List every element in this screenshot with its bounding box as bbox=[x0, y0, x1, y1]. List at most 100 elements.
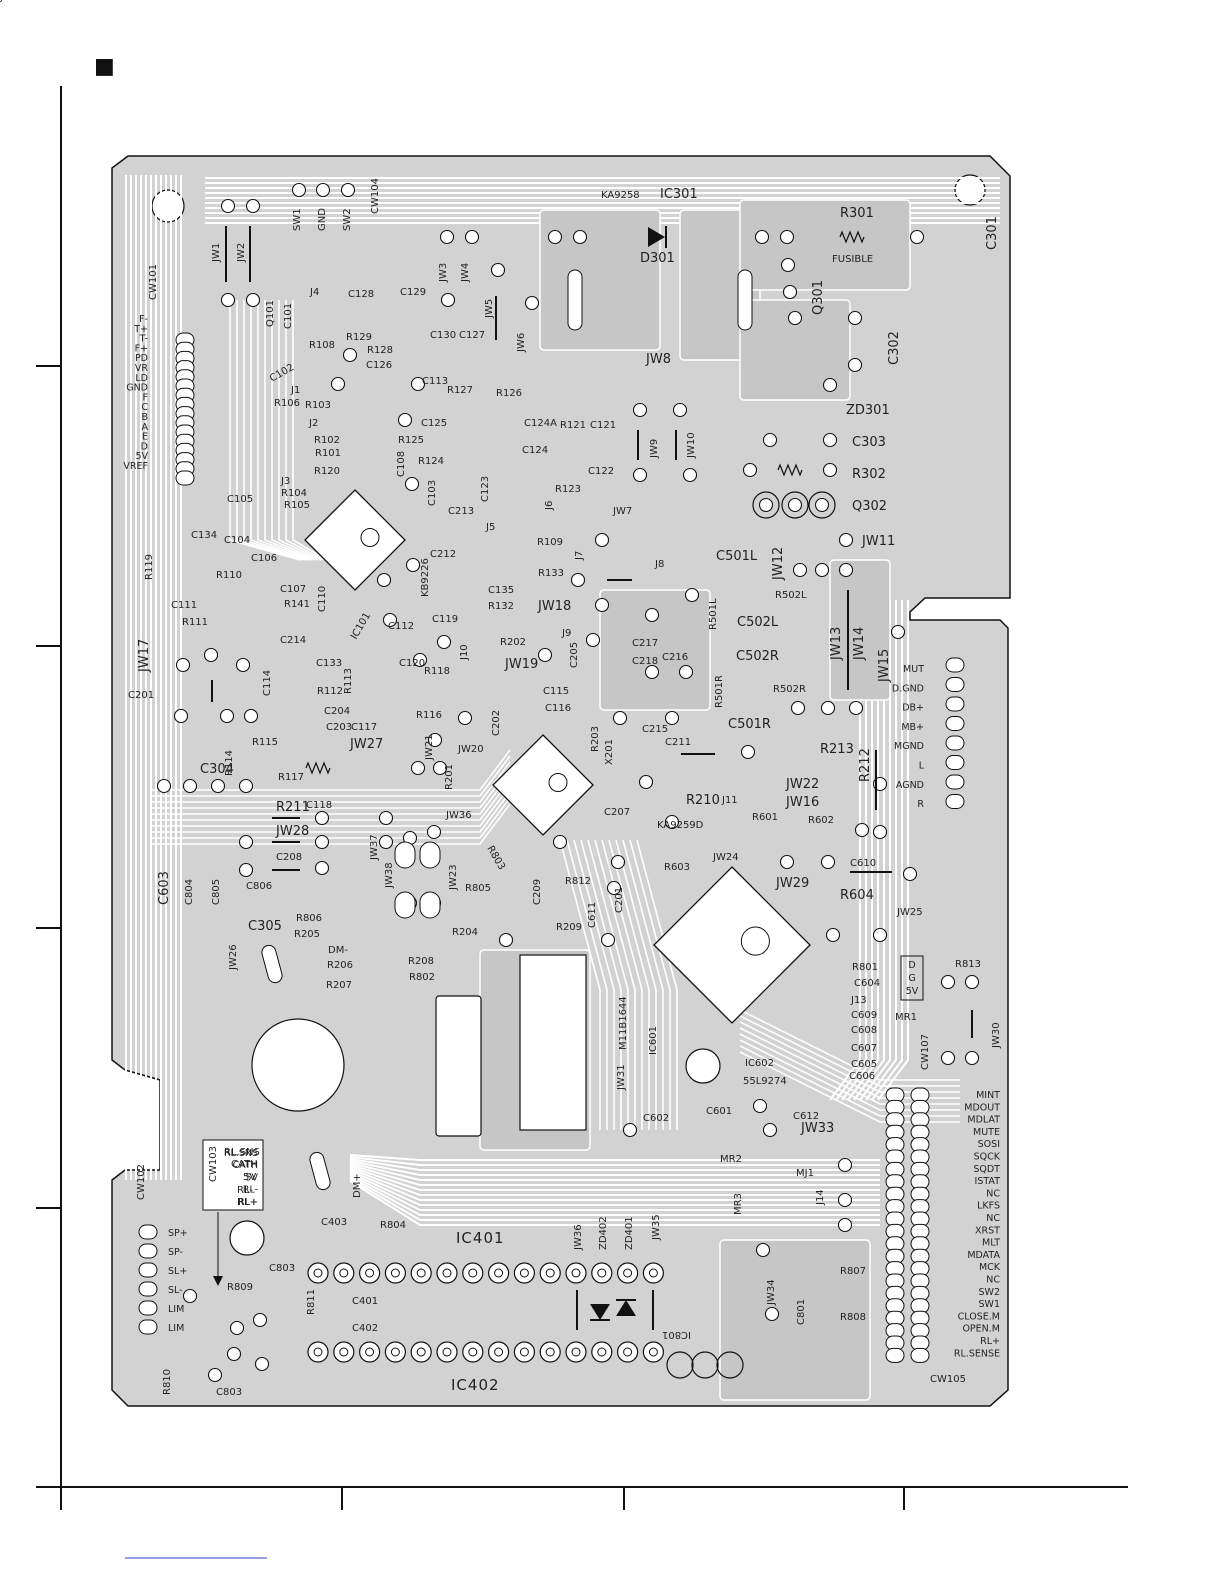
silkscreen-label: C217 bbox=[632, 638, 658, 649]
mut-connector-pad bbox=[945, 774, 965, 790]
silkscreen-label: R806 bbox=[296, 913, 322, 924]
through-hole-pad bbox=[790, 700, 806, 716]
silkscreen-label: R103 bbox=[305, 400, 331, 411]
trace bbox=[580, 839, 622, 1130]
through-hole-pad bbox=[764, 1306, 780, 1322]
spindle-motor-hole bbox=[251, 1018, 345, 1112]
silkscreen-label: R141 bbox=[284, 599, 310, 610]
trace bbox=[349, 1178, 880, 1221]
silkscreen-label: R213 bbox=[820, 742, 854, 757]
trace bbox=[566, 839, 608, 1130]
silkscreen-label: M11B1644 bbox=[618, 996, 629, 1050]
cw105-pad bbox=[885, 1347, 905, 1363]
cw102-pad bbox=[138, 1319, 158, 1335]
through-hole-pad bbox=[847, 357, 863, 373]
silkscreen-label: R109 bbox=[537, 537, 563, 548]
through-hole-pad bbox=[410, 376, 426, 392]
mut-connector-pad bbox=[945, 696, 965, 712]
through-hole-pad bbox=[742, 462, 758, 478]
silkscreen-label: JW37 bbox=[369, 834, 380, 861]
silkscreen-label: R121 bbox=[560, 420, 586, 431]
silkscreen-label: C115 bbox=[543, 686, 569, 697]
through-hole-pad bbox=[220, 292, 236, 308]
through-hole-pad bbox=[220, 198, 236, 214]
connector-pin-label: L bbox=[919, 761, 925, 772]
through-hole-pad bbox=[787, 497, 803, 513]
silkscreen-label: R111 bbox=[182, 617, 208, 628]
ic-package bbox=[492, 734, 594, 836]
resistor-symbol bbox=[839, 230, 865, 244]
through-hole-pad bbox=[175, 657, 191, 673]
trace bbox=[739, 1009, 960, 1081]
silkscreen-label: C612 bbox=[793, 1111, 819, 1122]
trace bbox=[739, 1021, 960, 1093]
trace bbox=[636, 839, 678, 1130]
through-hole-pad bbox=[902, 866, 918, 882]
silkscreen-label: JW25 bbox=[896, 907, 923, 918]
silkscreen-label: C603 bbox=[157, 871, 172, 905]
connector-pin-label: MDLAT bbox=[967, 1115, 1000, 1126]
through-hole-pad bbox=[226, 1346, 242, 1362]
through-hole-pad bbox=[664, 814, 680, 830]
silkscreen-label: J13 bbox=[850, 995, 867, 1006]
large-pad bbox=[666, 1351, 694, 1379]
through-hole-pad bbox=[890, 624, 906, 640]
silkscreen-label: CW105 bbox=[930, 1374, 966, 1385]
connector-pin-label: SOSI bbox=[978, 1139, 1000, 1150]
silkscreen-label: C305 bbox=[248, 919, 282, 934]
connector-pin-label: SP+ bbox=[168, 1228, 188, 1239]
through-hole-pad bbox=[644, 664, 660, 680]
connector-pin-label: MUT bbox=[903, 664, 924, 675]
silkscreen-label: R106 bbox=[274, 398, 300, 409]
connector-pin-label: OPEN.M bbox=[962, 1324, 1000, 1335]
through-hole-pad bbox=[752, 1098, 768, 1114]
through-hole-pad bbox=[822, 377, 838, 393]
copper-pour bbox=[599, 589, 711, 711]
silkscreen-label: R105 bbox=[284, 500, 310, 511]
silkscreen-label: R124 bbox=[418, 456, 444, 467]
silkscreen-label: R101 bbox=[315, 448, 341, 459]
through-hole-pad bbox=[814, 562, 830, 578]
silkscreen-label: J4 bbox=[309, 287, 319, 298]
silkscreen-label: JW4 bbox=[460, 263, 471, 283]
trace bbox=[150, 779, 511, 821]
silkscreen-label: ZD401 bbox=[624, 1216, 635, 1250]
silkscreen-label: C501R bbox=[728, 717, 771, 732]
through-hole-pad bbox=[238, 862, 254, 878]
silkscreen-label: J9 bbox=[561, 628, 571, 639]
through-hole-pad bbox=[252, 1312, 268, 1328]
trace bbox=[257, 300, 313, 561]
silkscreen-label: C125 bbox=[421, 418, 447, 429]
copper-pour bbox=[719, 1239, 871, 1401]
through-hole-pad bbox=[755, 1242, 771, 1258]
resistor-symbol bbox=[305, 761, 331, 775]
through-hole-pad bbox=[524, 295, 540, 311]
ic401-pad-hole bbox=[571, 1268, 581, 1278]
silkscreen-label: R129 bbox=[346, 332, 372, 343]
through-hole-pad bbox=[682, 467, 698, 483]
trace bbox=[622, 839, 664, 1130]
silkscreen-label: C304 bbox=[200, 762, 234, 777]
connector-pin-label: ISTAT bbox=[975, 1176, 1001, 1187]
trace bbox=[349, 1158, 880, 1171]
trace bbox=[349, 1180, 880, 1226]
silkscreen-label: R810 bbox=[162, 1369, 173, 1395]
silkscreen-label: R128 bbox=[367, 345, 393, 356]
connector-pin-label: RL.SNS bbox=[224, 1148, 258, 1159]
connector-pin-label: R bbox=[917, 799, 924, 810]
silkscreen-label: R114 bbox=[224, 750, 235, 776]
connector-pin-label: RL+ bbox=[980, 1336, 1000, 1347]
through-hole-pad bbox=[820, 854, 836, 870]
oval-pad bbox=[394, 891, 416, 919]
through-hole-pad bbox=[740, 744, 756, 760]
through-hole-pad bbox=[940, 974, 956, 990]
ic402-pad-hole bbox=[339, 1347, 349, 1357]
silkscreen-label: J7 bbox=[574, 551, 585, 561]
connector-pin-label: G bbox=[908, 973, 915, 984]
silkscreen-label: J10 bbox=[459, 644, 470, 661]
connector-pin-label: MUTE bbox=[973, 1127, 1000, 1138]
connector-pin-label: CLOSE.M bbox=[958, 1311, 1000, 1322]
slot-pad bbox=[261, 944, 283, 984]
through-hole-pad bbox=[644, 607, 660, 623]
ic401-pad-hole bbox=[313, 1268, 323, 1278]
